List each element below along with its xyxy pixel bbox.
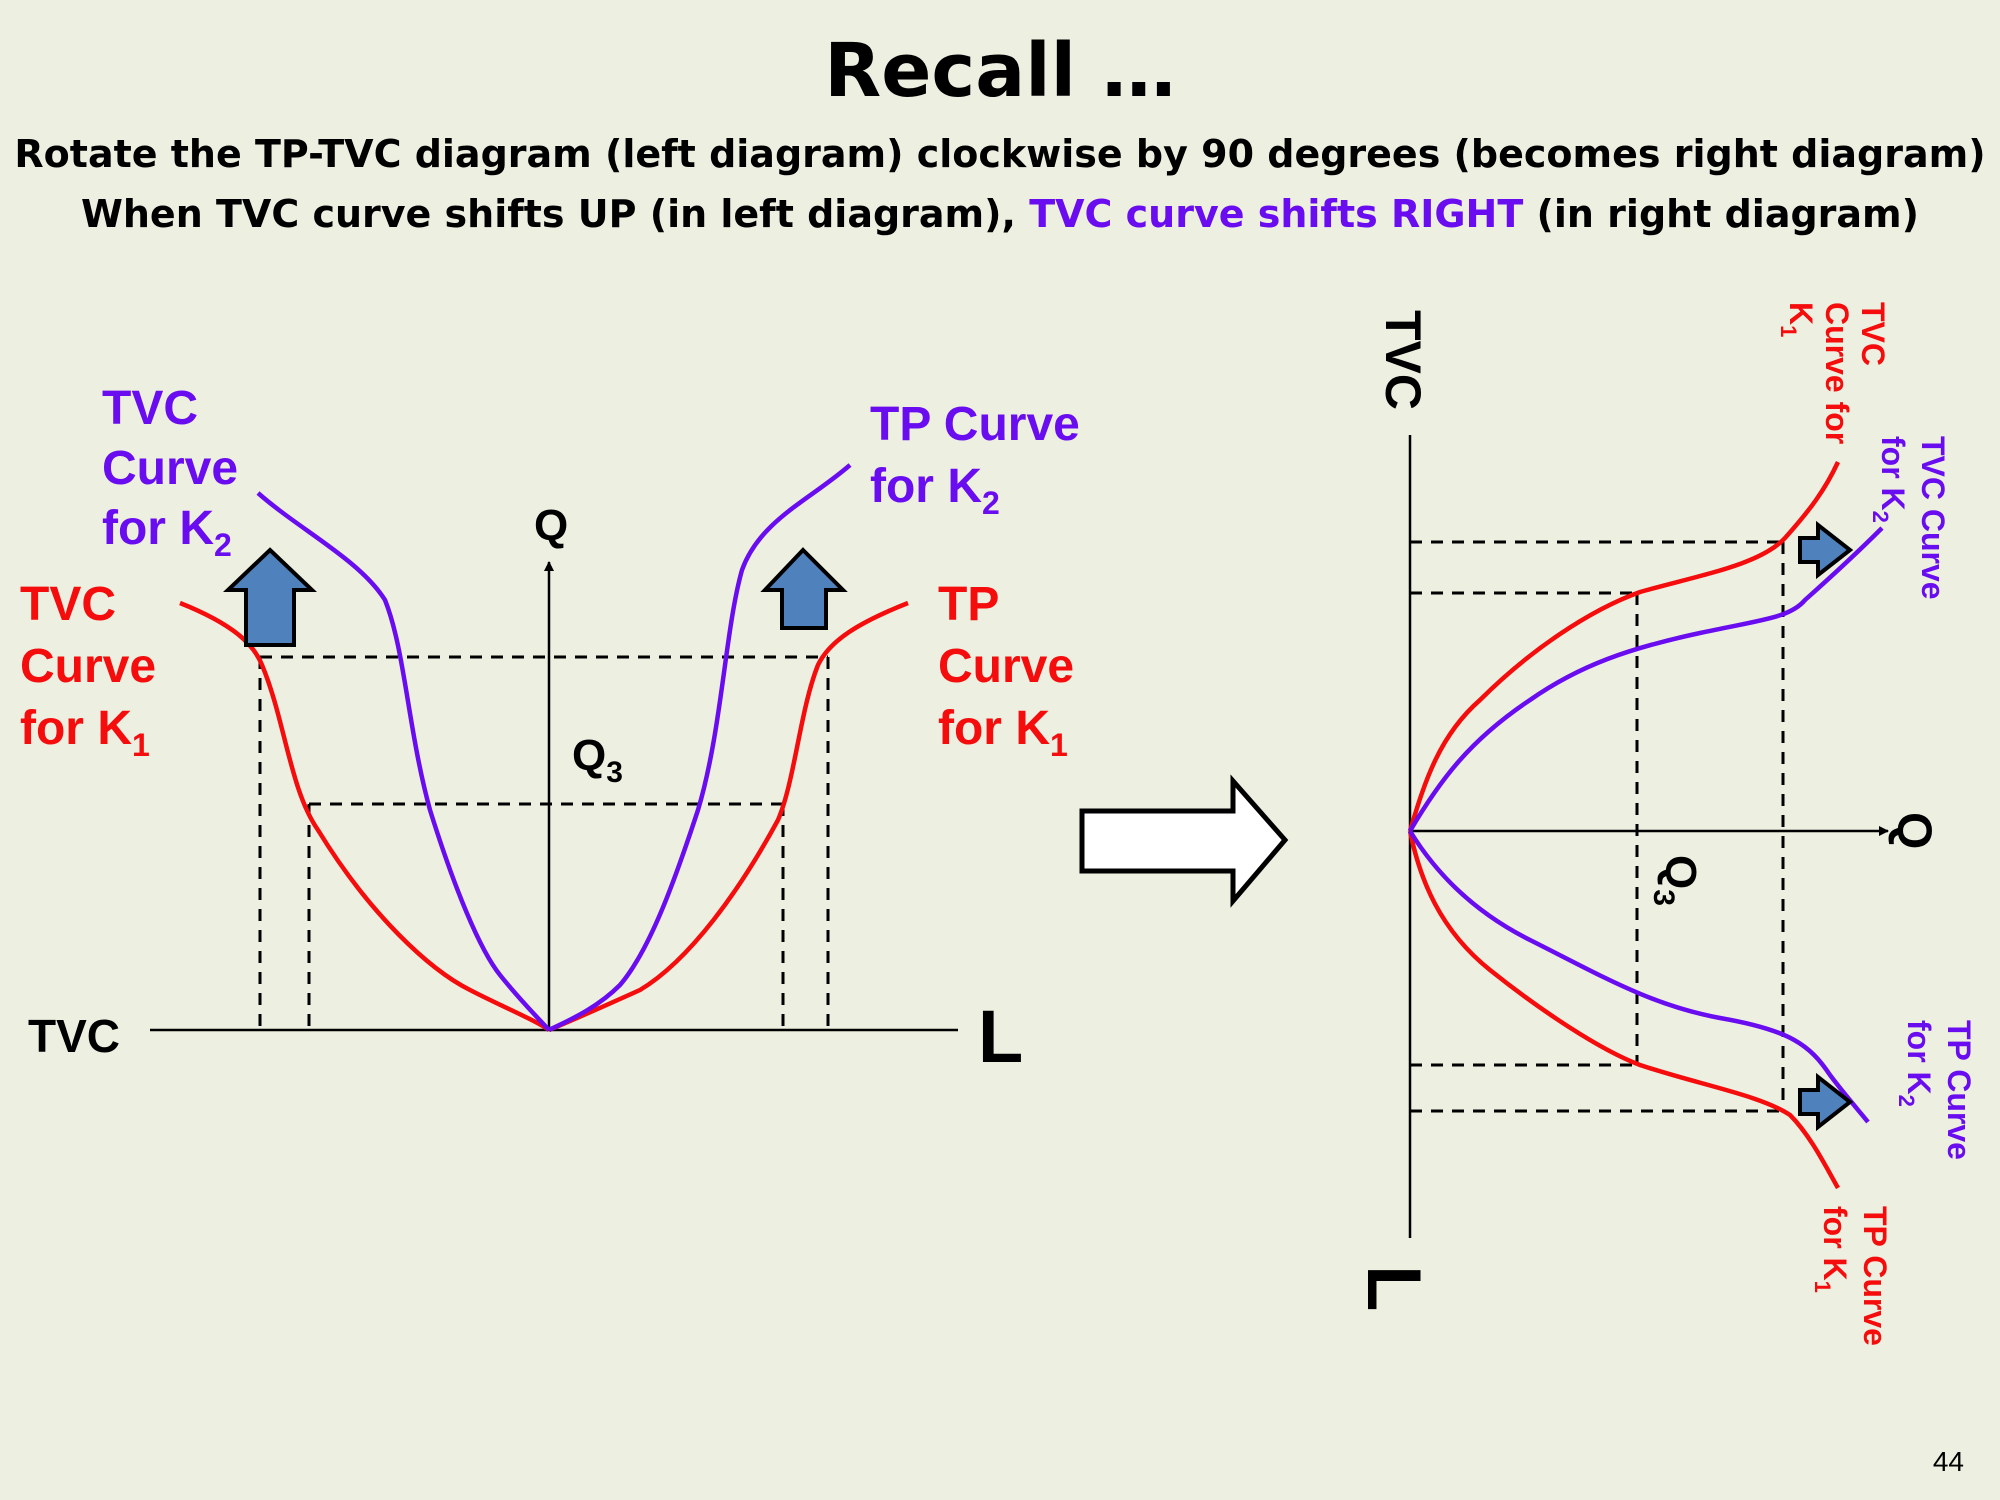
left-tp-k2-label: TP Curve for K2 xyxy=(870,398,1080,521)
left-l-label: L xyxy=(978,995,1023,1078)
left-diagram: Q TVC L Q3 TVC Curve for K2 TVC Curve fo… xyxy=(20,382,1080,1078)
right-q-label: Q xyxy=(1887,812,1940,849)
page-number: 44 xyxy=(1932,1446,1964,1477)
svg-text:for K2: for K2 xyxy=(1868,436,1911,523)
left-tp-k2-curve xyxy=(547,463,852,1033)
right-tvc-k2-curve xyxy=(1408,526,1884,833)
svg-text:Curve for: Curve for xyxy=(1819,302,1855,444)
left-tvc-k2-label: TVC Curve for K2 xyxy=(102,382,238,563)
svg-text:for K2: for K2 xyxy=(102,502,232,563)
right-tvc-k2-label: TVC Curve for K2 xyxy=(1868,436,1951,600)
right-tp-k1-curve xyxy=(1407,830,1840,1190)
left-tvc-label: TVC xyxy=(28,1010,120,1062)
subtitle-line-2: When TVC curve shifts UP (in left diagra… xyxy=(0,192,2000,236)
svg-text:K1: K1 xyxy=(1776,302,1819,337)
svg-text:Curve: Curve xyxy=(102,442,238,495)
svg-text:TVC Curve: TVC Curve xyxy=(1915,436,1951,600)
left-q3-label: Q3 xyxy=(572,731,623,789)
svg-text:TVC: TVC xyxy=(102,382,198,435)
rotation-arrow xyxy=(1079,774,1289,908)
subtitle-line-2-end: (in right diagram) xyxy=(1523,192,1920,236)
right-shift-arrow-2 xyxy=(1798,1072,1854,1132)
right-tp-k2-curve xyxy=(1408,829,1870,1124)
svg-text:Curve: Curve xyxy=(20,640,156,693)
svg-text:for K2: for K2 xyxy=(870,460,1000,521)
right-tvc-label: TVC xyxy=(1375,310,1431,410)
svg-text:for K1: for K1 xyxy=(1810,1206,1853,1293)
svg-text:TVC: TVC xyxy=(20,578,116,631)
svg-text:TP: TP xyxy=(938,578,999,631)
svg-text:for K2: for K2 xyxy=(1894,1020,1937,1107)
svg-text:TVC: TVC xyxy=(1855,302,1891,366)
svg-text:TP Curve: TP Curve xyxy=(1941,1020,1977,1160)
svg-text:Curve: Curve xyxy=(938,640,1074,693)
left-tvc-k1-label: TVC Curve for K1 xyxy=(20,578,156,763)
left-q-label: Q xyxy=(534,501,568,550)
subtitle-line-1: Rotate the TP-TVC diagram (left diagram)… xyxy=(14,132,1986,176)
svg-text:for K1: for K1 xyxy=(938,702,1068,763)
left-tp-k1-curve xyxy=(548,600,909,1033)
right-q3-label: Q3 xyxy=(1647,855,1705,906)
subtitle-line-2-start: When TVC curve shifts UP (in left diagra… xyxy=(80,192,1030,236)
svg-text:TP Curve: TP Curve xyxy=(1857,1206,1893,1346)
left-tp-k1-label: TP Curve for K1 xyxy=(938,578,1074,763)
right-tvc-k1-curve xyxy=(1407,461,1841,832)
right-diagram: TVC Q L Q3 TVC Curve for K1 TVC Curve fo… xyxy=(1351,302,1977,1346)
right-tp-k2-label: TP Curve for K2 xyxy=(1894,1020,1977,1160)
right-shift-arrow-1 xyxy=(1798,520,1854,580)
left-tvc-k2-curve xyxy=(256,491,551,1032)
right-dashed-guides xyxy=(1410,540,1785,1113)
left-up-arrow-1 xyxy=(223,547,317,647)
left-tvc-k1-curve xyxy=(179,600,551,1032)
right-tvc-k1-label: TVC Curve for K1 xyxy=(1776,302,1891,444)
right-l-label: L xyxy=(1351,1265,1436,1311)
svg-text:for K1: for K1 xyxy=(20,702,150,763)
svg-text:TP Curve: TP Curve xyxy=(870,398,1080,451)
left-dashed-guides xyxy=(258,655,830,1030)
subtitle-line-2-highlight: TVC curve shifts RIGHT xyxy=(1029,192,1524,236)
right-tp-k1-label: TP Curve for K1 xyxy=(1810,1206,1893,1346)
left-up-arrow-2 xyxy=(760,547,848,630)
slide-title: Recall … xyxy=(824,28,1176,114)
